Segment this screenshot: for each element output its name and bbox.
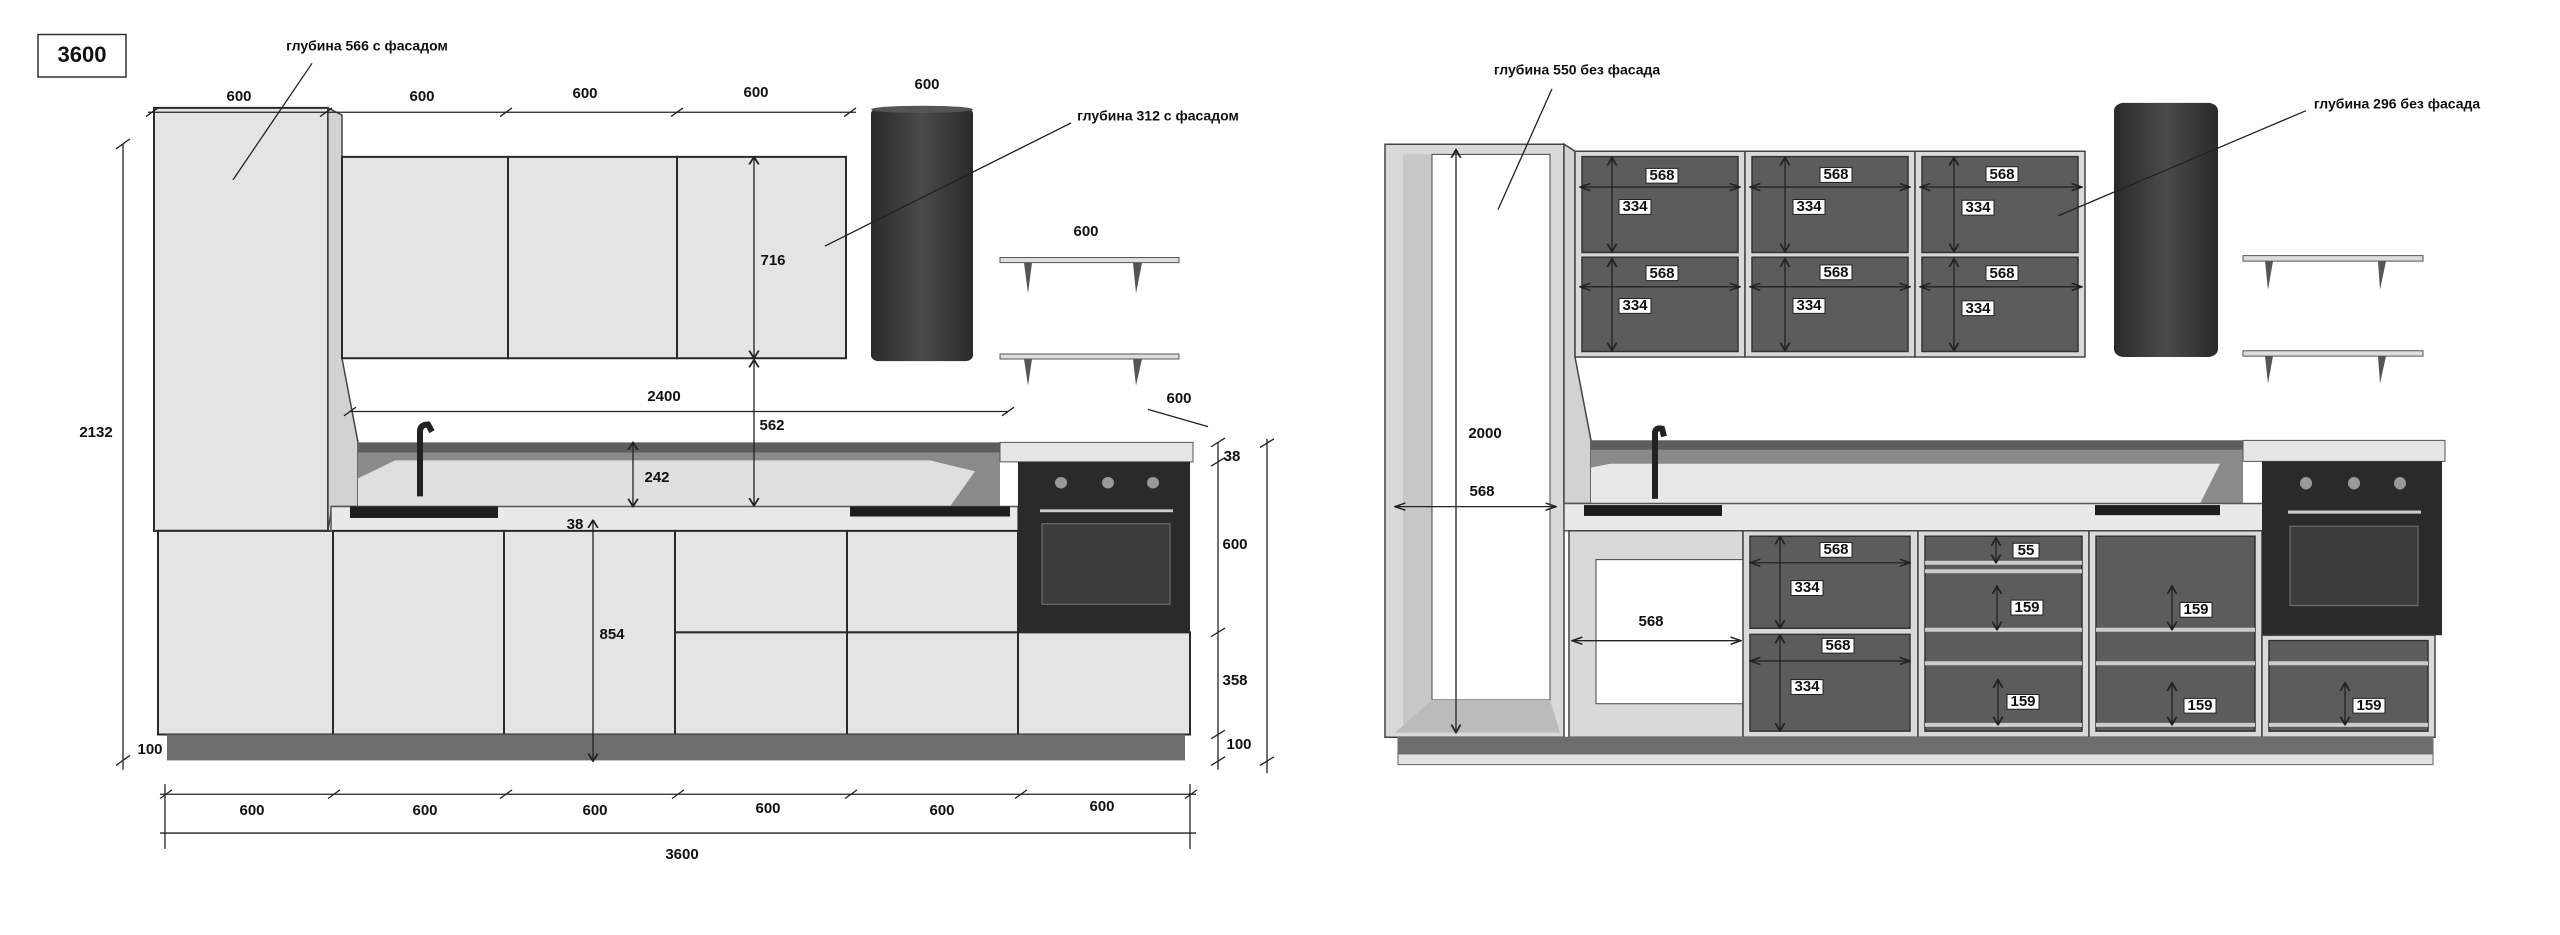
carcass-view: глубина 550 без фасада глубина 296 без ф… [1385, 62, 2480, 765]
tall-depth-note: глубина 550 без фасада [1494, 62, 1661, 78]
faucet [420, 424, 432, 496]
backsplash-height-label: 242 [644, 469, 669, 486]
hood-width-label: 600 [914, 76, 939, 93]
upper-height-label: 716 [760, 252, 785, 269]
upper-depth-note: глубина 296 без фасада [2314, 96, 2481, 112]
upper-width-label: 568 [1649, 167, 1674, 184]
bottom-width-label: 600 [582, 802, 607, 819]
upper-height-label: 334 [1796, 297, 1822, 314]
facade-view: 3600 глубина 566 с фасадом глубина 312 с… [38, 35, 1274, 863]
wall-shelf [1000, 258, 1179, 294]
plinth-height-label: 100 [137, 741, 162, 758]
cooktop [850, 506, 1010, 517]
upper-width-label: 568 [1989, 265, 2014, 282]
right-dim-label: 38 [1224, 448, 1241, 465]
upper-height-label: 334 [1965, 300, 1991, 317]
top-width-label: 600 [743, 84, 768, 101]
upper-height-label: 334 [1796, 198, 1822, 215]
right-dim-label: 100 [1226, 736, 1251, 753]
size-badge-box [38, 35, 126, 77]
sink [350, 506, 498, 518]
total-width-label: 3600 [665, 846, 698, 863]
drawer-height-label: 159 [2187, 697, 2212, 714]
oven-column-top [2243, 440, 2445, 461]
base-cabinet-1 [333, 531, 504, 735]
facade-shapes [38, 35, 1274, 849]
cooktop [2095, 505, 2220, 516]
shelf-width-label: 600 [1073, 223, 1098, 240]
cooker-hood [871, 107, 973, 362]
upper-height-label: 334 [1965, 199, 1991, 216]
base-drawer-bottom [675, 632, 847, 734]
plinth [167, 734, 1185, 761]
upper-depth-note: глубина 312 с фасадом [1077, 108, 1239, 124]
right-dim-label: 358 [1222, 672, 1247, 689]
total-height-label: 2132 [79, 424, 112, 441]
base-drawer-bottom [847, 632, 1018, 734]
drawer-height-label: 55 [2018, 542, 2035, 559]
upper-cabinet-1 [342, 157, 508, 358]
sink-width-label: 568 [1638, 613, 1663, 630]
drawer-height-label: 159 [2356, 697, 2381, 714]
drawer-height-label: 159 [2014, 599, 2039, 616]
upper-height-label: 334 [1622, 297, 1648, 314]
countertop-thickness-label: 38 [567, 516, 584, 533]
oven-column-top [1000, 442, 1193, 461]
wall-shelf [2243, 256, 2423, 290]
top-width-label: 600 [572, 85, 597, 102]
bottom-width-label: 600 [929, 802, 954, 819]
base-height-label: 854 [599, 626, 625, 643]
drawer-height-label: 159 [2010, 693, 2035, 710]
bottom-width-label: 600 [1089, 798, 1114, 815]
drawer-height-label: 159 [2183, 601, 2208, 618]
cooker-hood-top [871, 105, 973, 113]
wall-shelf [2243, 351, 2423, 384]
oven-depth-label: 600 [1166, 390, 1191, 407]
top-width-label: 600 [409, 88, 434, 105]
backsplash-width-label: 2400 [647, 388, 680, 405]
upper-dim-labels [1619, 167, 2385, 713]
upper-width-label: 568 [1823, 264, 1848, 281]
tall-height-label: 2000 [1468, 425, 1501, 442]
base-height-label: 334 [1794, 678, 1820, 695]
upper-height-label: 334 [1622, 198, 1648, 215]
dimension-lines [116, 63, 1274, 849]
size-badge: 3600 [58, 42, 107, 67]
bottom-width-label: 600 [239, 802, 264, 819]
tall-depth-note: глубина 566 с фасадом [286, 38, 448, 54]
bottom-width-label: 600 [755, 800, 780, 817]
cooker-hood [2114, 102, 2218, 357]
base-drawer-top [675, 531, 847, 632]
upper-width-label: 568 [1823, 166, 1848, 183]
gap-height-label: 562 [759, 417, 784, 434]
tall-width-label: 568 [1469, 483, 1494, 500]
base-height-label: 334 [1794, 579, 1820, 596]
dimension-lines [1395, 89, 2345, 733]
sink [1584, 505, 1722, 516]
base-drawer-top [847, 531, 1018, 632]
upper-cabinet-2 [508, 157, 677, 358]
carcass-shapes [1385, 89, 2445, 765]
tall-cabinet-upper [154, 108, 328, 531]
upper-width-label: 568 [1989, 166, 2014, 183]
tall-cabinet-lower [158, 531, 333, 735]
base-width-label: 568 [1825, 637, 1850, 654]
upper-width-label: 568 [1649, 265, 1674, 282]
wall-shelf [1000, 354, 1179, 386]
base-cabinet-2 [504, 531, 675, 735]
bottom-width-label: 600 [412, 802, 437, 819]
top-width-label: 600 [226, 88, 251, 105]
right-dim-label: 600 [1222, 536, 1247, 553]
oven-drawer [1018, 632, 1190, 734]
base-width-label: 568 [1823, 541, 1848, 558]
faucet [1655, 428, 1664, 498]
